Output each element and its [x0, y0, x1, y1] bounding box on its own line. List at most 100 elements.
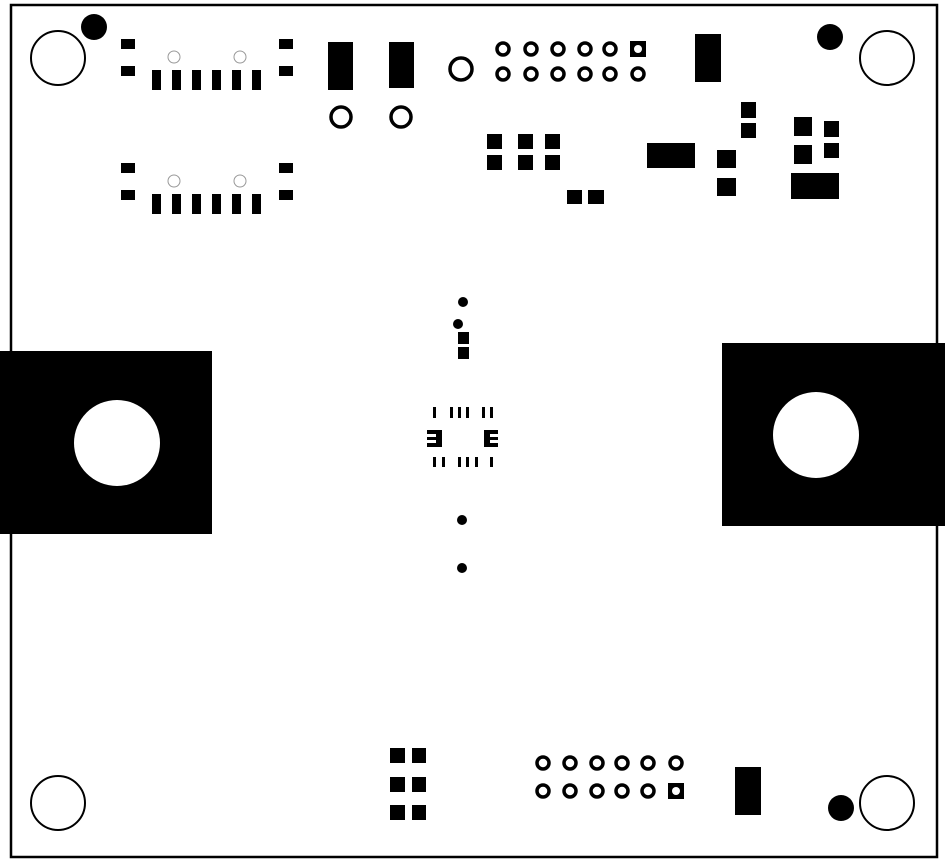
- smd-pad: [794, 145, 812, 164]
- smd-pad: [458, 332, 469, 344]
- pin-hole: [634, 45, 642, 53]
- connector-pin-pad: [152, 194, 161, 214]
- connector-locating-hole: [167, 174, 181, 188]
- connector-pin-pad: [252, 194, 261, 214]
- pin-hole: [672, 787, 680, 795]
- ic-pin-pad: [475, 457, 478, 467]
- ic-pin-pad: [450, 407, 453, 418]
- ic-pin-pad: [433, 457, 436, 467]
- connector-pin-pad: [192, 194, 201, 214]
- pad-gap: [427, 440, 436, 443]
- mounting-hole: [30, 775, 86, 831]
- smd-pad: [717, 178, 736, 196]
- connector-pin-pad: [232, 194, 241, 214]
- through-hole-pad: [535, 783, 551, 799]
- smd-pad: [518, 155, 533, 170]
- connector-mount-pad: [121, 39, 135, 49]
- ic-pin-pad: [433, 407, 436, 418]
- mounting-hole: [859, 30, 915, 86]
- through-hole-pad: [448, 56, 474, 82]
- fiducial: [828, 795, 854, 821]
- connector-pin-pad: [252, 70, 261, 90]
- terminal-hole: [74, 400, 160, 486]
- through-hole-pad: [577, 41, 593, 57]
- smd-pad: [458, 347, 469, 359]
- through-hole-pad: [495, 41, 511, 57]
- connector-locating-hole: [233, 174, 247, 188]
- terminal-hole: [773, 392, 859, 478]
- via: [457, 563, 467, 573]
- ic-thermal-pad: [484, 430, 498, 447]
- smd-pad: [794, 117, 812, 136]
- through-hole-pad: [389, 105, 413, 129]
- fiducial: [817, 24, 843, 50]
- capacitor-pad: [328, 42, 353, 90]
- ic-pin-pad: [442, 457, 445, 467]
- smd-pad: [824, 143, 839, 158]
- connector-locating-hole: [233, 50, 247, 64]
- connector-mount-pad: [279, 163, 293, 173]
- via: [453, 319, 463, 329]
- smd-pad: [567, 190, 582, 204]
- through-hole-pad: [550, 41, 566, 57]
- ic-pin-pad: [466, 407, 469, 418]
- through-hole-pad: [329, 105, 353, 129]
- through-hole-pad: [495, 66, 511, 82]
- connector-locating-hole: [167, 50, 181, 64]
- through-hole-pad: [668, 755, 684, 771]
- pad-gap: [490, 434, 498, 437]
- connector-mount-pad: [279, 66, 293, 76]
- smd-pad: [390, 748, 405, 763]
- via: [457, 515, 467, 525]
- smd-pad: [824, 121, 839, 137]
- connector-pin-pad: [172, 194, 181, 214]
- mounting-hole: [30, 30, 86, 86]
- smd-pad: [390, 805, 405, 820]
- smd-pad: [741, 102, 756, 118]
- through-hole-pad: [630, 66, 646, 82]
- connector-pin-pad: [172, 70, 181, 90]
- via: [458, 297, 468, 307]
- connector-mount-pad: [121, 190, 135, 200]
- ic-pin-pad: [482, 407, 485, 418]
- smd-pad: [545, 155, 560, 170]
- ic-pin-pad: [490, 457, 493, 467]
- smd-pad: [487, 134, 502, 149]
- ic-pin-pad: [490, 407, 493, 418]
- through-hole-pad: [535, 755, 551, 771]
- smd-pad: [588, 190, 604, 204]
- ic-pin-pad: [466, 457, 469, 467]
- mounting-hole: [859, 775, 915, 831]
- ic-thermal-pad: [427, 430, 442, 447]
- connector-pin-pad: [192, 70, 201, 90]
- connector-mount-pad: [121, 66, 135, 76]
- smd-pad: [545, 134, 560, 149]
- ic-pin-pad: [458, 407, 461, 418]
- through-hole-pad: [550, 66, 566, 82]
- through-hole-pad: [589, 783, 605, 799]
- large-smd-pad: [695, 34, 721, 82]
- large-smd-pad: [647, 143, 695, 168]
- smd-pad: [741, 123, 756, 138]
- connector-pin-pad: [232, 70, 241, 90]
- pad-gap: [427, 434, 436, 437]
- through-hole-pad: [562, 755, 578, 771]
- through-hole-pad: [614, 755, 630, 771]
- connector-pin-pad: [212, 194, 221, 214]
- smd-pad: [487, 155, 502, 170]
- connector-pin-pad: [152, 70, 161, 90]
- through-hole-pad: [589, 755, 605, 771]
- through-hole-pad: [614, 783, 630, 799]
- fiducial: [81, 14, 107, 40]
- ic-pin-pad: [458, 457, 461, 467]
- connector-mount-pad: [279, 190, 293, 200]
- through-hole-pad: [523, 66, 539, 82]
- copper-layer: [0, 14, 945, 831]
- through-hole-pad: [577, 66, 593, 82]
- smd-pad: [390, 777, 405, 792]
- capacitor-pad: [389, 42, 414, 88]
- smd-pad: [412, 805, 426, 820]
- smd-pad: [518, 134, 533, 149]
- through-hole-pad: [602, 41, 618, 57]
